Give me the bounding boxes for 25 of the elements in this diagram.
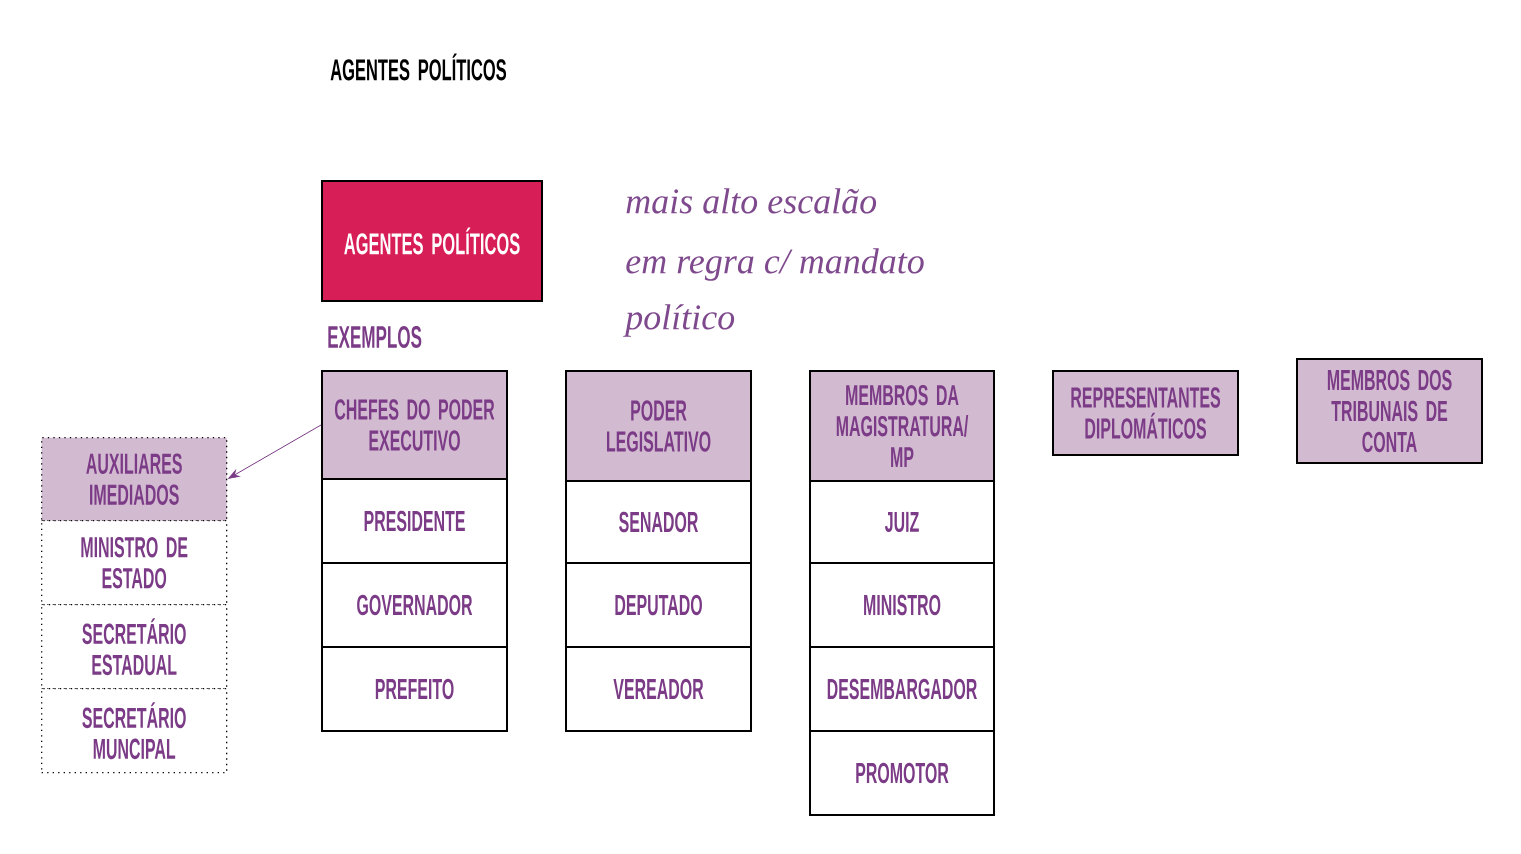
- title: AGENTES POLÍTICOS: [330, 53, 507, 81]
- handwritten-note: em regra c/ mandato político: [623, 248, 924, 337]
- handwritten-note: mais alto escalão: [626, 188, 877, 214]
- table-cell: MINISTRO DE ESTADO: [41, 520, 228, 606]
- heading-box: AGENTES POLÍTICOS: [321, 180, 543, 302]
- header-cell: PODER LEGISLATIVO: [565, 370, 752, 482]
- table-cell: VEREADOR: [565, 646, 752, 732]
- header-cell: REPRESENTANTES DIPLOMÁTICOS: [1052, 370, 1239, 456]
- header-cell: MEMBROS DA MAGISTRATURA/ MP: [809, 370, 995, 482]
- header-cell: CHEFES DO PODER EXECUTIVO: [321, 370, 508, 480]
- arrow: [228, 424, 322, 479]
- header-cell: AUXILIARES IMEDIADOS: [41, 437, 228, 522]
- table-cell: PRESIDENTE: [321, 478, 508, 564]
- table-cell: SENADOR: [565, 480, 752, 564]
- table-cell: GOVERNADOR: [321, 562, 508, 648]
- table-cell: JUIZ: [809, 480, 995, 564]
- table-cell: SECRETÁRIO MUNCIPAL: [41, 688, 228, 774]
- table-cell: PROMOTOR: [809, 730, 995, 816]
- section-label: EXEMPLOS: [328, 326, 422, 348]
- table-cell: DEPUTADO: [565, 562, 752, 648]
- table-cell: MINISTRO: [809, 562, 995, 648]
- table-cell: SECRETÁRIO ESTADUAL: [41, 604, 228, 690]
- table-cell: PREFEITO: [321, 646, 508, 732]
- header-cell: MEMBROS DOS TRIBUNAIS DE CONTA: [1296, 358, 1483, 464]
- table-cell: DESEMBARGADOR: [809, 646, 995, 732]
